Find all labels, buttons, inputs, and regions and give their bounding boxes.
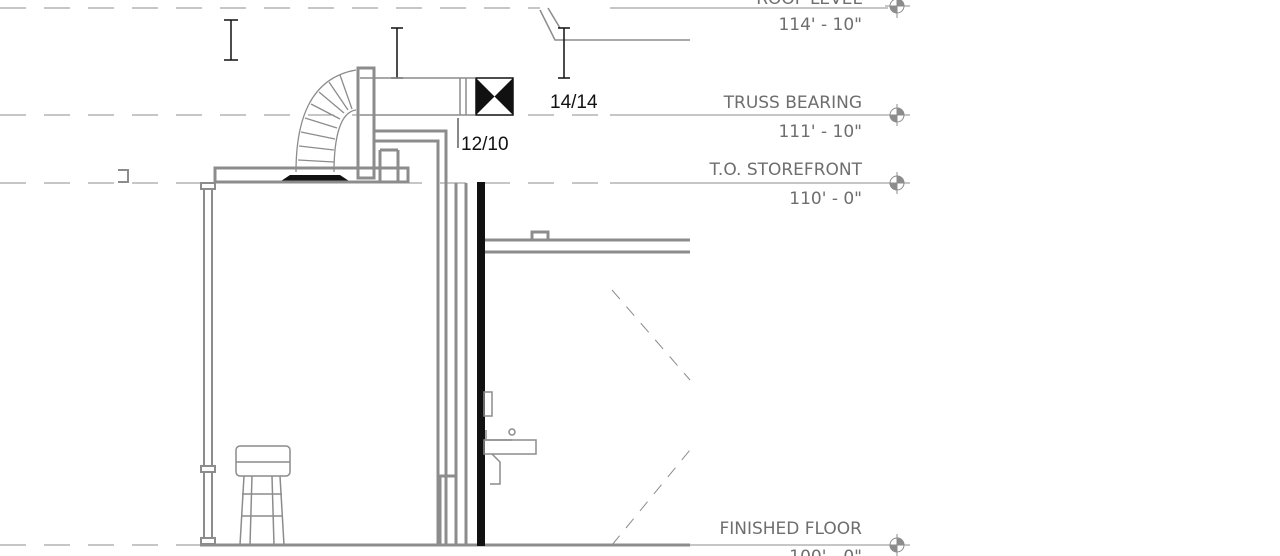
structure bbox=[200, 66, 690, 547]
duct-end-section-icon bbox=[475, 77, 514, 116]
ceiling-joist bbox=[213, 166, 410, 184]
level-elevation-truss: 111' - 10" bbox=[778, 122, 862, 142]
level-marker-icon bbox=[885, 534, 910, 556]
duct-hangers bbox=[224, 19, 570, 79]
level-lines bbox=[0, 7, 700, 546]
level-solid-lines bbox=[610, 7, 888, 546]
sink-icon bbox=[483, 391, 537, 485]
level-marker-icon bbox=[885, 0, 910, 18]
level-name-truss: TRUSS BEARING bbox=[723, 93, 862, 113]
supply-duct bbox=[360, 77, 475, 116]
duct-hanger-icon bbox=[224, 19, 238, 61]
left-partition bbox=[118, 169, 216, 545]
duct-hanger-icon bbox=[558, 27, 570, 79]
level-markers bbox=[885, 0, 910, 556]
level-marker-icon bbox=[885, 104, 910, 126]
return-duct-tag: 12/10 bbox=[461, 134, 509, 155]
level-name-floor: FINISHED FLOOR bbox=[719, 519, 862, 539]
level-name-storefront: T.O. STOREFRONT bbox=[709, 160, 863, 180]
level-name-roof: ROOF LEVEL bbox=[756, 0, 862, 9]
level-elevation-storefront: 110' - 0" bbox=[789, 189, 862, 209]
level-elevation-floor: 100' - 0" bbox=[789, 547, 862, 556]
level-elevation-roof: 114' - 10" bbox=[778, 15, 862, 35]
roof-slope bbox=[539, 7, 690, 41]
supply-duct-tag: 14/14 bbox=[550, 92, 598, 113]
duct-hanger-icon bbox=[391, 27, 403, 79]
level-marker-icon bbox=[885, 172, 910, 194]
stool-icon bbox=[235, 445, 291, 546]
duct-support-post bbox=[356, 66, 376, 180]
storefront-wall bbox=[477, 182, 485, 546]
flex-duct-icon bbox=[295, 69, 357, 173]
door-swing bbox=[611, 289, 691, 546]
